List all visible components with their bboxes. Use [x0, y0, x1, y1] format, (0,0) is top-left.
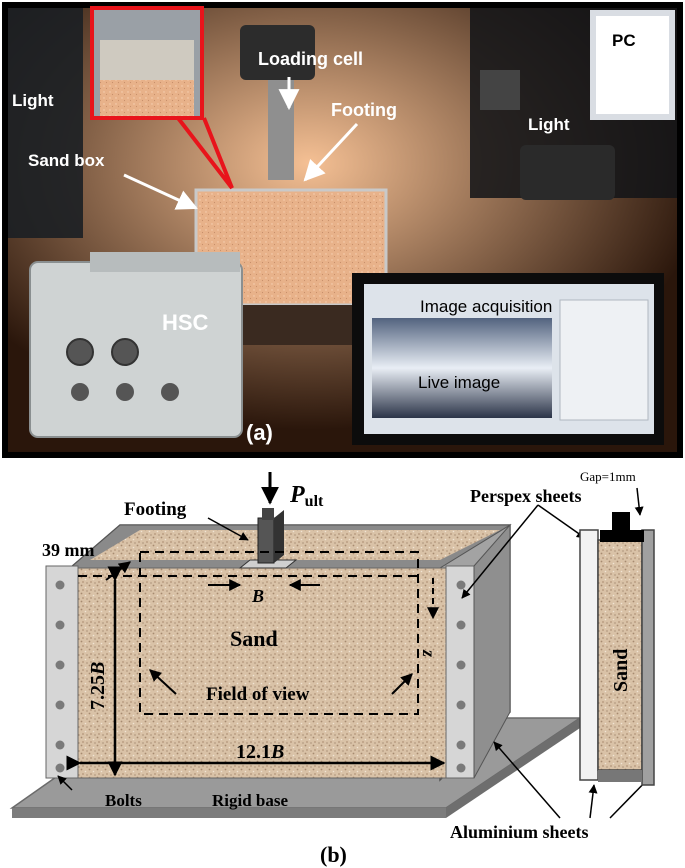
label-b: B — [251, 586, 264, 606]
live-image-view — [372, 318, 552, 418]
label-bolts: Bolts — [105, 791, 142, 810]
label-live-image: Live image — [418, 373, 500, 392]
field-of-view-box — [139, 551, 419, 715]
label-sand-main: Sand — [230, 626, 278, 651]
label-gap: Gap=1mm — [580, 469, 636, 484]
light-right-fixture — [520, 145, 615, 200]
photo-panel: Light Loading cell Footing Sand box Ligh… — [2, 2, 683, 458]
bolts-right — [456, 580, 466, 773]
side-section — [579, 512, 655, 786]
schematic-panel: Footing Pult 39 mm B Sand z 7.25B Field … — [9, 469, 655, 867]
perspex-sheet-side — [579, 529, 599, 781]
loading-cell-housing — [240, 25, 315, 80]
label-height: 7.25B — [87, 662, 109, 710]
label-z: z — [419, 649, 439, 657]
label-light-right: Light — [528, 115, 570, 134]
label-sand-box: Sand box — [28, 151, 105, 170]
sand-side — [597, 539, 643, 771]
caption-b: (b) — [320, 842, 347, 867]
caption-a: (a) — [246, 420, 273, 445]
label-width: 12.1B — [236, 741, 284, 763]
label-pc: PC — [612, 31, 636, 50]
label-hsc: HSC — [162, 310, 209, 335]
footing-schematic — [238, 508, 298, 569]
label-light-left: Light — [12, 91, 54, 110]
label-rigid-base: Rigid base — [212, 791, 288, 810]
label-field-of-view: Field of view — [206, 684, 310, 705]
label-loading-cell: Loading cell — [258, 49, 363, 69]
aluminium-sheet-side — [641, 529, 655, 786]
label-perspex: Perspex sheets — [470, 486, 581, 506]
arrow-sand-box — [123, 173, 198, 210]
bolts-left — [55, 580, 65, 773]
label-p: Pult — [289, 482, 324, 510]
label-39mm: 39 mm — [42, 540, 95, 560]
label-footing-photo: Footing — [331, 100, 397, 120]
label-footing-schematic: Footing — [124, 499, 187, 520]
inset-pointer — [176, 116, 234, 190]
label-sand-side: Sand — [610, 649, 632, 692]
label-image-acquisition: Image acquisition — [420, 297, 552, 316]
label-aluminium: Aluminium sheets — [450, 822, 589, 842]
arrow-footing-photo — [303, 122, 359, 182]
